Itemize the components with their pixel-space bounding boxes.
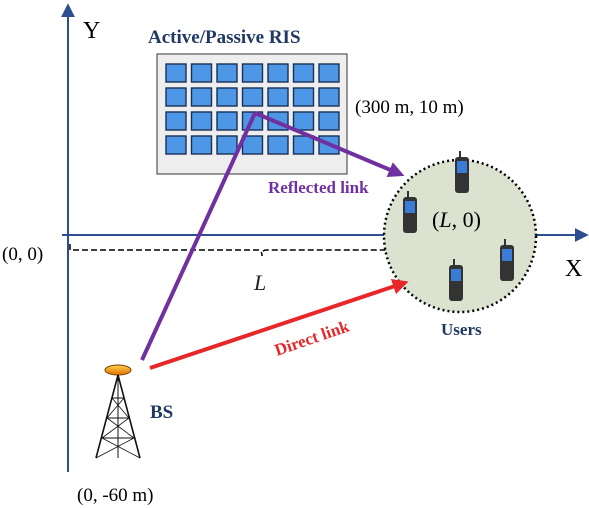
ris-element <box>318 87 340 107</box>
phone-icon <box>403 191 417 233</box>
ris-element <box>267 87 289 107</box>
ris-element <box>292 135 315 155</box>
users-label: Users <box>441 320 482 339</box>
ris-element <box>216 135 238 155</box>
ris-element <box>241 63 264 83</box>
phone-icon <box>449 259 463 301</box>
ris-element <box>318 63 340 83</box>
ris-element <box>292 87 315 107</box>
ris-element <box>216 63 238 83</box>
distance-label: L <box>253 270 266 295</box>
ris-element <box>292 63 315 83</box>
reflected-link-label: Reflected link <box>268 178 369 197</box>
ris-element <box>165 63 187 83</box>
ris-title: Active/Passive RIS <box>148 27 301 48</box>
users-area <box>382 158 538 314</box>
ris-element <box>216 87 238 107</box>
reflected-link-incident <box>140 112 257 361</box>
ris-element <box>190 135 213 155</box>
ris-element <box>241 135 264 155</box>
y-axis-label: Y <box>83 18 100 44</box>
origin-label: (0, 0) <box>2 244 43 265</box>
ris-element <box>267 135 289 155</box>
ris-element <box>292 111 315 131</box>
ris-coordinate: (300 m, 10 m) <box>355 97 464 118</box>
direct-link <box>149 278 409 370</box>
phone-icon <box>500 239 514 281</box>
ris-element <box>190 111 213 131</box>
ris-panel <box>156 53 348 175</box>
users-center-label: (L, 0) <box>432 207 481 232</box>
phone-icon <box>455 151 469 193</box>
ris-element <box>318 111 340 131</box>
ris-element <box>241 87 264 107</box>
bs-tower-icon <box>95 364 141 459</box>
ris-element <box>216 111 238 131</box>
reflected-link-outgoing <box>254 111 405 178</box>
ris-element <box>267 63 289 83</box>
ris-element <box>165 87 187 107</box>
bs-coordinate: (0, -60 m) <box>77 485 154 506</box>
ris-element <box>165 111 187 131</box>
distance-brace <box>69 244 461 257</box>
ris-element <box>190 87 213 107</box>
ris-element <box>165 135 187 155</box>
bs-label: BS <box>150 402 173 423</box>
ris-element <box>190 63 213 83</box>
x-axis-label: X <box>565 256 582 282</box>
